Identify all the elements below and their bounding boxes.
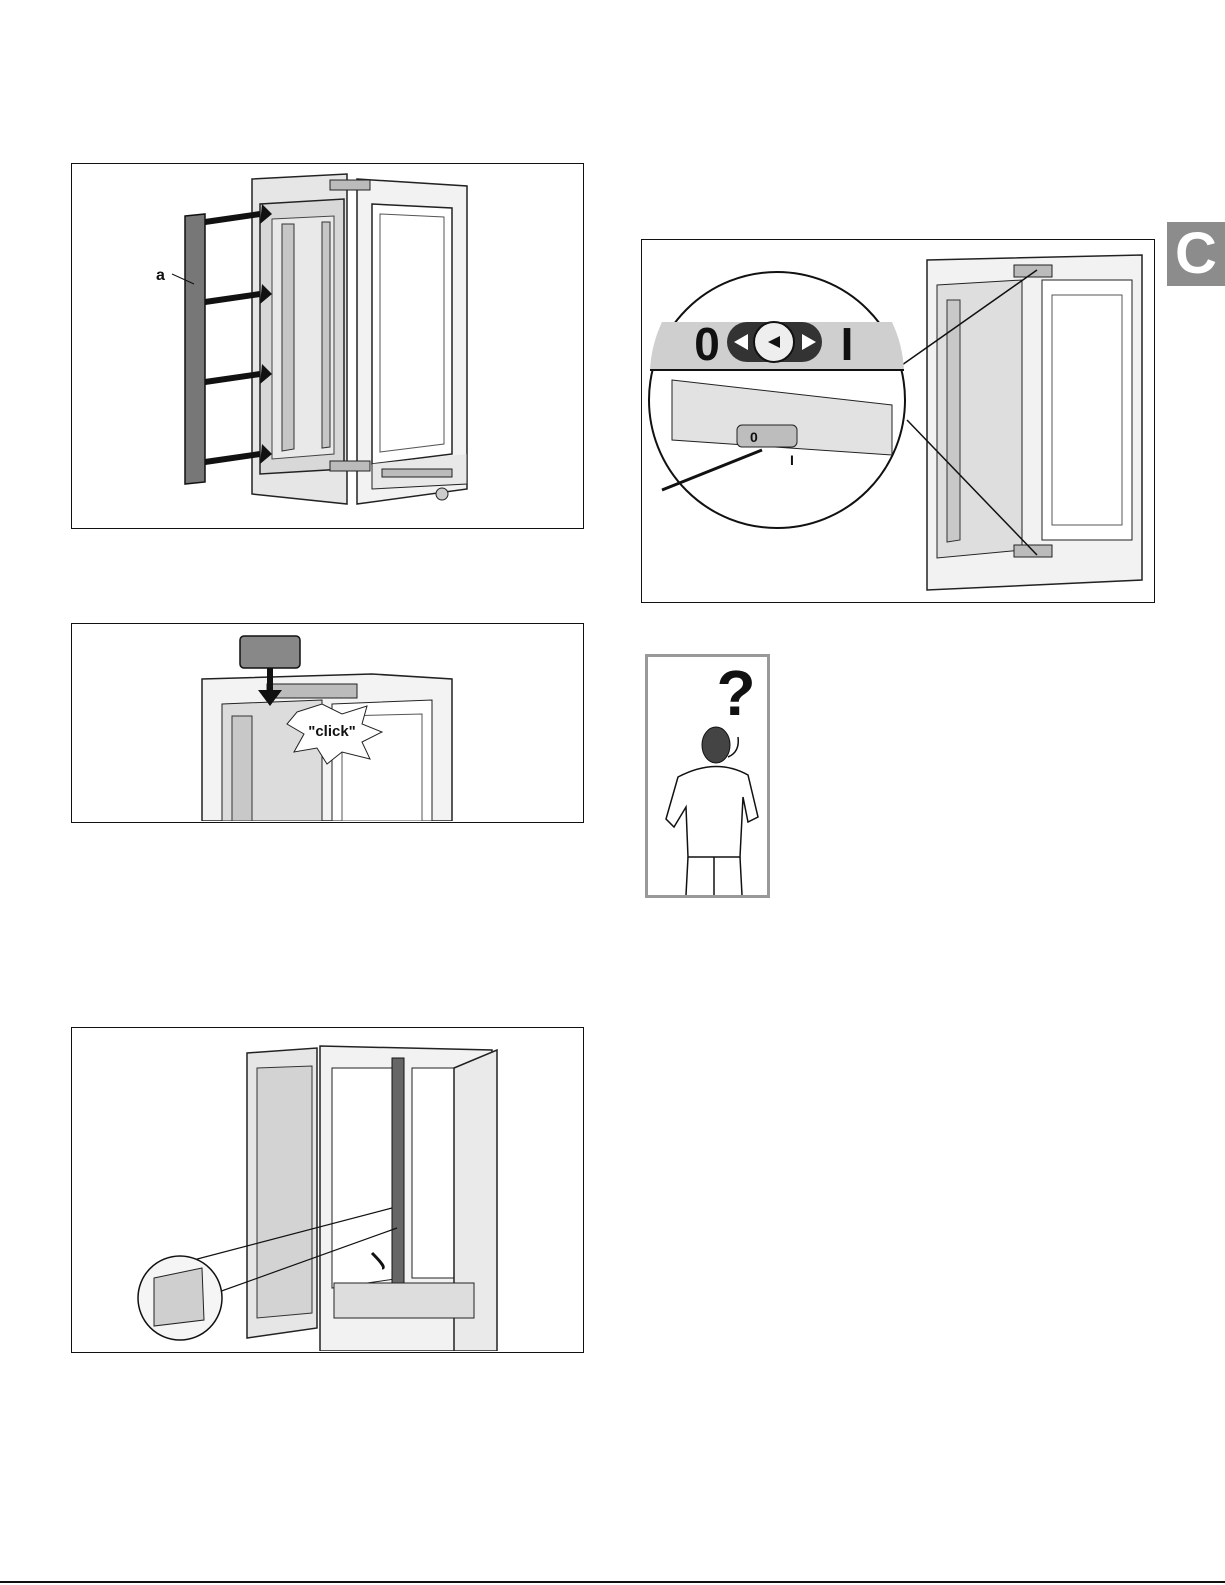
- click-label: "click": [308, 723, 356, 740]
- figure-adjustment-screw: 0 I 0 I: [641, 239, 1155, 603]
- mark-small-one: I: [790, 452, 794, 468]
- adjustment-screw-illustration: 0 I 0 I: [642, 240, 1153, 601]
- figure-hinge-cover-click: "click": [71, 623, 584, 823]
- mark-small-zero: 0: [750, 429, 758, 445]
- figure-help-person: ?: [645, 654, 770, 898]
- seal-strip-illustration: [72, 1028, 582, 1351]
- hinge-cover-illustration: "click": [72, 624, 582, 821]
- section-tab: C: [1167, 222, 1225, 286]
- callout-a: a: [156, 267, 165, 284]
- figure-seal-strip: [71, 1027, 584, 1353]
- help-person-illustration: ?: [648, 657, 767, 895]
- figure-handle-strip: a: [71, 163, 584, 529]
- question-mark-icon: ?: [716, 657, 755, 729]
- mark-one: I: [841, 318, 854, 370]
- footer-rule: [0, 1581, 1225, 1583]
- handle-strip-illustration: a: [72, 164, 582, 527]
- mark-zero: 0: [694, 318, 720, 370]
